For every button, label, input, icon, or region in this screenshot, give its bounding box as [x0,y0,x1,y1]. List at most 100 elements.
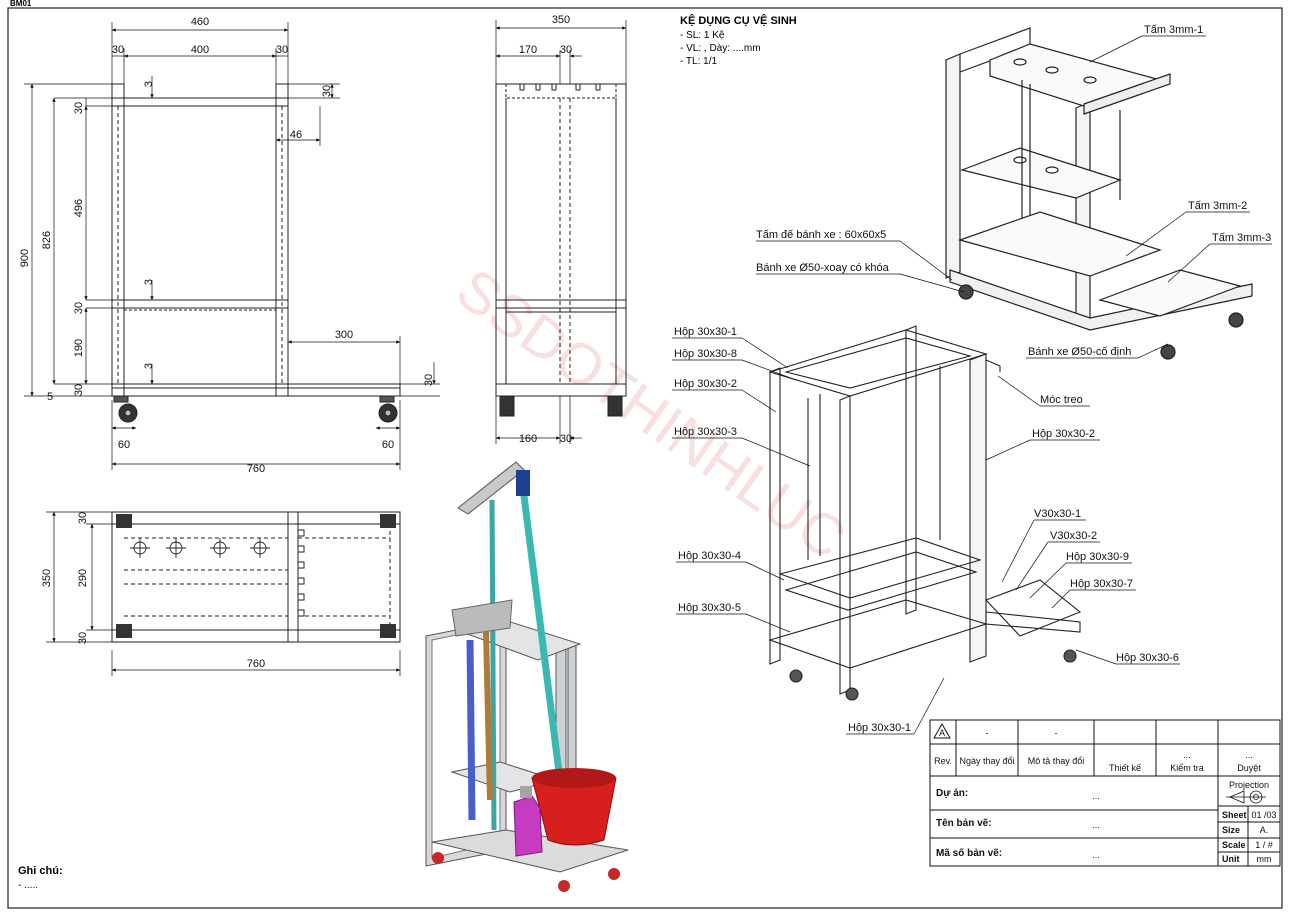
dim-760-front: 760 [247,463,265,475]
scale-label: Scale [1222,840,1246,850]
col-check: Kiểm tra [1170,763,1204,773]
notes-value: - ..... [18,880,38,891]
size-value: A. [1260,825,1269,835]
label-hop-8: Hộp 30x30-8 [674,348,737,360]
dim-496: 496 [73,199,85,217]
label-hop-6: Hộp 30x30-6 [1116,652,1179,664]
drawing-no-label: Mã số bản vẽ: [936,847,1002,859]
notes-label: Ghi chú: [18,865,63,877]
scale-value: 1 / # [1255,840,1273,850]
drawing-name-label: Tên bản vẽ: [936,818,992,829]
top-view [111,511,401,643]
part-note-line-1: - SL: 1 Kệ [680,30,725,41]
dim-30-right: 30 [276,44,288,56]
projection-symbol-icon [1226,790,1266,804]
dim-60-left: 60 [118,439,130,451]
dim-3-top: 3 [143,81,155,87]
label-hop-9: Hộp 30x30-9 [1066,551,1129,563]
label-tam-3mm-1: Tấm 3mm-1 [1144,24,1203,36]
label-hop-3: Hộp 30x30-3 [674,426,737,438]
part-note: KỆ DỤNG CỤ VỆ SINH - SL: 1 Kệ - VL: , Dà… [680,14,797,67]
approve-value: ... [1245,750,1253,760]
dim-3-mid: 3 [143,279,155,285]
side-view [495,83,627,417]
dim-190: 190 [73,339,85,357]
col-approve: Duyệt [1237,763,1261,773]
top-dim-290: 290 [77,569,89,587]
part-note-line-3: - TL: 1/1 [680,56,717,67]
col-desc: Mô tả thay đổi [1028,756,1085,766]
project-label: Dự án: [936,788,968,799]
label-banh-xe-xoay: Bánh xe Ø50-xoay có khóa [756,262,890,274]
label-hop-4: Hộp 30x30-4 [678,550,741,562]
iso-view-bottom [768,325,1082,701]
label-banh-xe-co-dinh: Bánh xe Ø50-cố định [1028,346,1131,358]
rev-top-2: - [1055,728,1058,738]
dim-60-right: 60 [382,439,394,451]
top-dim-760: 760 [247,658,265,670]
label-v30-1: V30x30-1 [1034,508,1081,520]
label-hop-2-right: Hộp 30x30-2 [1032,428,1095,440]
side-dim-350: 350 [552,14,570,26]
iso-bottom-leaders [672,337,1180,735]
dim-826: 826 [41,231,53,249]
label-tam-3mm-2: Tấm 3mm-2 [1188,200,1247,212]
label-hop-5: Hộp 30x30-5 [678,602,741,614]
side-dim-170: 170 [519,44,537,56]
side-dim-160: 160 [519,433,537,445]
dim-46: 46 [290,129,302,141]
dim-400: 400 [191,44,209,56]
label-hop-1: Hộp 30x30-1 [674,326,737,338]
side-view-dim-labels: 350 170 30 160 30 [519,14,572,445]
dim-30-side-a: 30 [73,102,85,114]
drawing-name-value: ... [1092,820,1100,830]
dim-460: 460 [191,16,209,28]
check-value: ... [1183,750,1191,760]
dim-30-side-c: 30 [73,384,85,396]
top-view-dimensions [46,511,401,676]
dim-5: 5 [47,391,53,403]
label-tam-3mm-3: Tấm 3mm-3 [1212,232,1271,244]
title-block [929,719,1281,867]
label-v30-2: V30x30-2 [1050,530,1097,542]
size-label: Size [1222,825,1240,835]
unit-label: Unit [1222,854,1240,864]
front-view [111,83,401,423]
iso-top-leaders [756,35,1272,359]
sheet-value: 01 /03 [1251,810,1276,820]
iso-view-top [945,27,1253,360]
dim-30-right-low: 30 [423,374,435,386]
label-hop-2-left: Hộp 30x30-2 [674,378,737,390]
project-value: ... [1092,791,1100,801]
dim-900: 900 [19,249,31,267]
projection-label: Projection [1229,780,1269,790]
top-dim-30-bot: 30 [77,632,89,644]
top-view-dim-labels: 350 30 290 30 760 [41,512,265,670]
iso-top-labels: Tấm 3mm-1 Tấm 3mm-2 Tấm 3mm-3 Tấm đế bán… [756,24,1271,358]
dim-3-low: 3 [143,363,155,369]
sheet-border [7,7,1283,909]
dim-30-left: 30 [112,44,124,56]
dim-300: 300 [335,329,353,341]
dim-30-top-right: 30 [321,85,333,97]
unit-value: mm [1257,854,1272,864]
col-design: Thiết kế [1109,763,1141,773]
rev-top-1: - [986,728,989,738]
sheet-label: Sheet [1222,810,1247,820]
sheet-code: BM01 [10,0,32,8]
label-moc-treo: Móc treo [1040,394,1083,406]
cart-render-illustration [425,461,629,892]
label-hop-1-bottom: Hộp 30x30-1 [848,722,911,734]
part-note-line-2: - VL: , Dày: ....mm [680,43,761,54]
side-dim-30-top: 30 [560,44,572,56]
col-rev: Rev. [934,756,952,766]
front-view-dim-labels: 460 400 30 30 3 30 30 46 496 826 900 3 3… [19,16,435,475]
front-view-dimensions [24,22,440,470]
col-date: Ngày thay đổi [959,756,1014,766]
side-view-dimensions [495,20,627,444]
part-title: KỆ DỤNG CỤ VỆ SINH [680,14,797,27]
rev-marker: A [939,728,945,738]
iso-bottom-labels: Hộp 30x30-1 Hộp 30x30-8 Hộp 30x30-2 Hộp … [674,326,1179,734]
side-dim-30-bot: 30 [560,433,572,445]
